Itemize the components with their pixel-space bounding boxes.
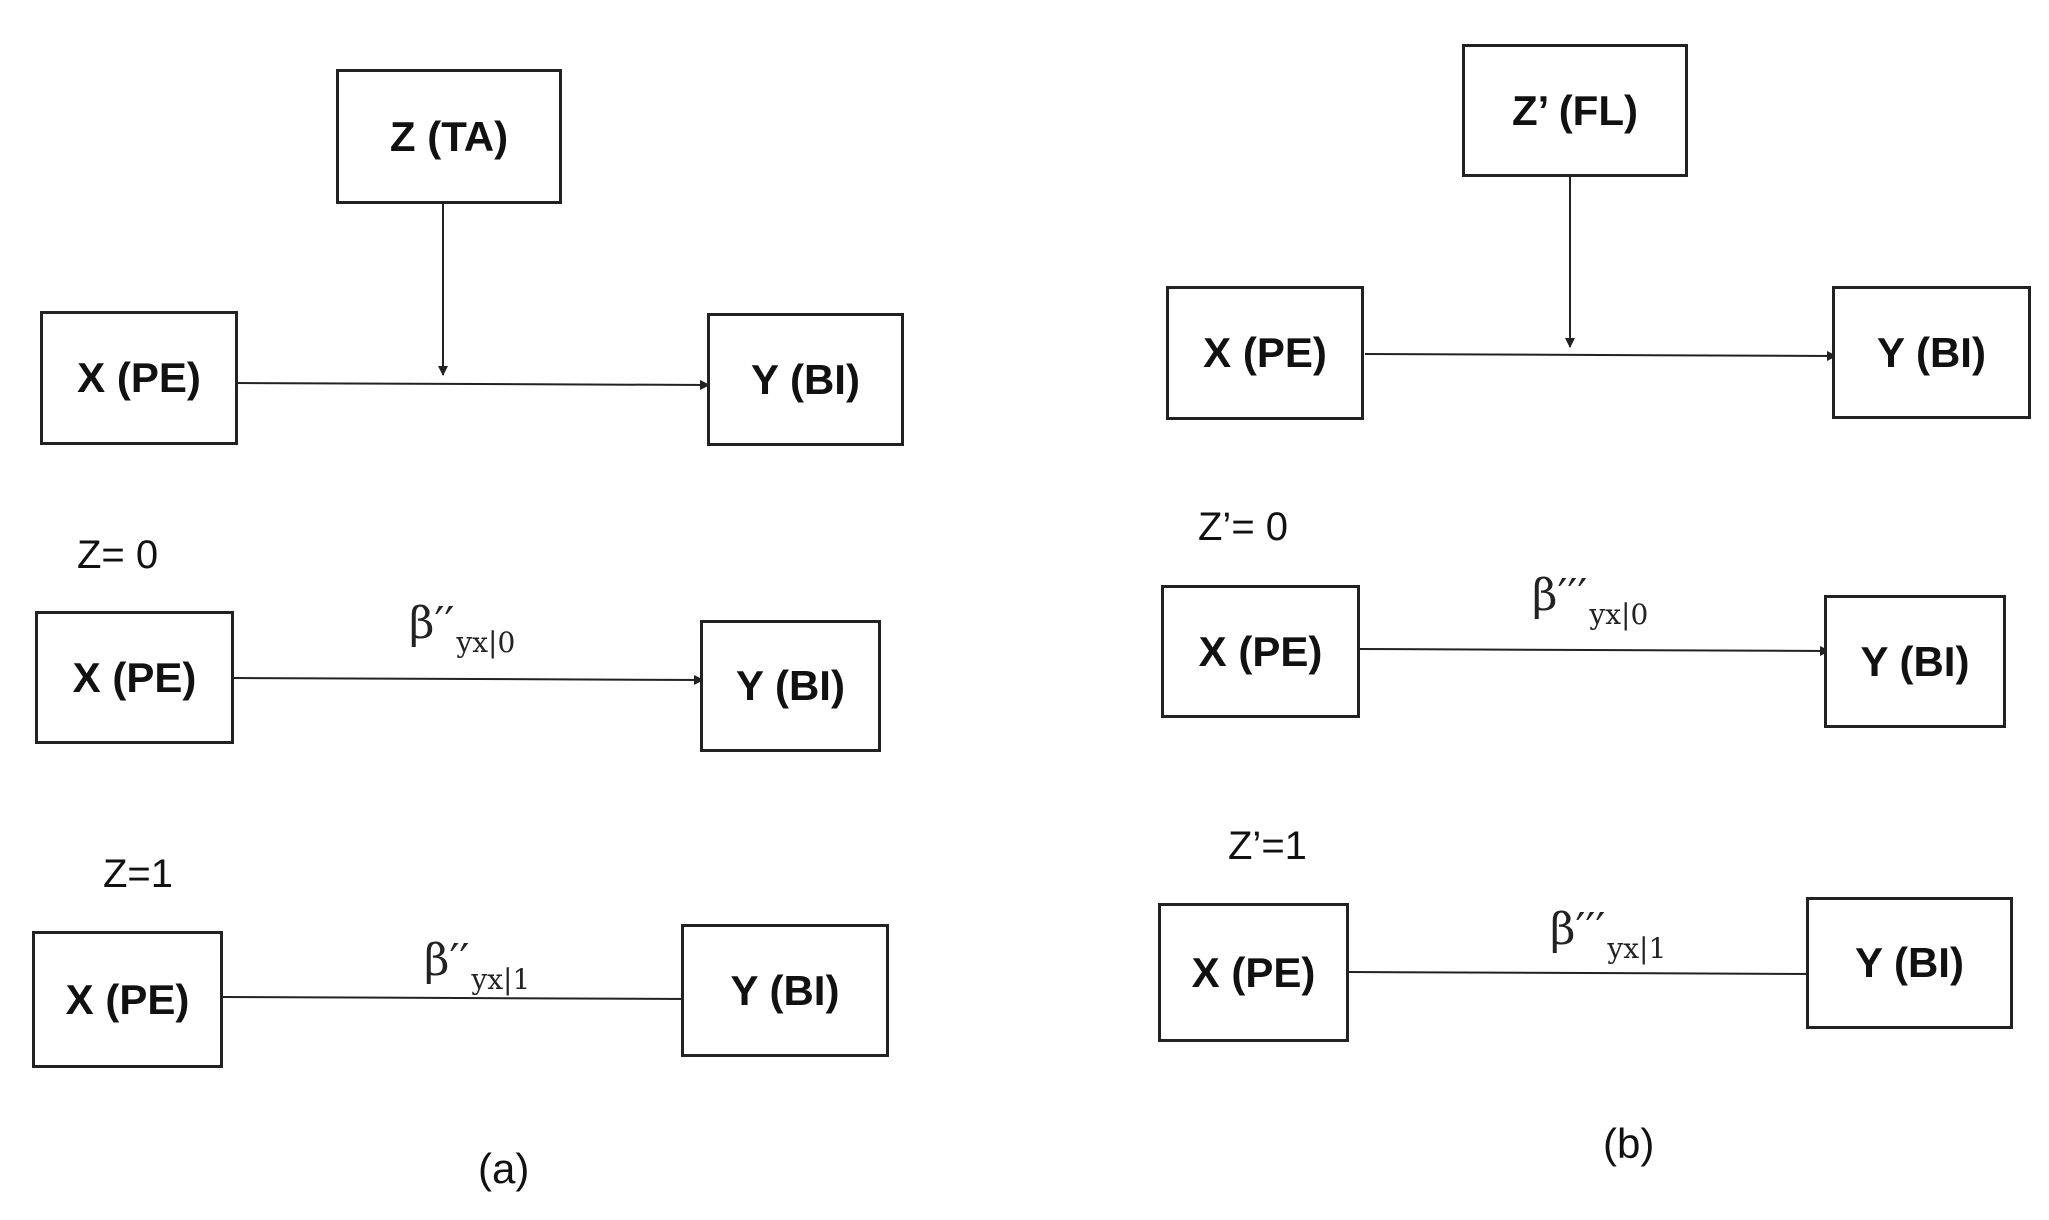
b-moderator-box: Z’ (FL) bbox=[1462, 44, 1688, 177]
a-caption: (a) bbox=[478, 1145, 530, 1192]
a-cond0-y-box: Y (BI) bbox=[700, 620, 881, 752]
b-main-y-box: Y (BI) bbox=[1832, 286, 2031, 419]
beta-subscript: yx|1 bbox=[471, 963, 531, 996]
b-cond0-y-box: Y (BI) bbox=[1824, 595, 2006, 728]
a-main-y-box: Y (BI) bbox=[707, 313, 904, 446]
a-cond0-x-box: X (PE) bbox=[35, 611, 234, 744]
a-cond0-label: Z= 0 bbox=[77, 533, 159, 577]
b-cond1-arrow bbox=[1348, 968, 1818, 979]
a-cond1-y-box: Y (BI) bbox=[681, 924, 889, 1057]
b-caption: (b) bbox=[1603, 1120, 1655, 1167]
a-moderator-box: Z (TA) bbox=[336, 69, 562, 204]
a-main-arrow bbox=[236, 379, 710, 390]
a-cond0-arrow bbox=[232, 674, 704, 685]
beta-symbol: β′′ bbox=[424, 935, 470, 986]
b-cond0-x-box: X (PE) bbox=[1161, 585, 1360, 718]
beta-symbol: β′′ bbox=[409, 598, 455, 649]
b-cond0-label: Z’= 0 bbox=[1198, 505, 1289, 549]
beta-subscript: yx|0 bbox=[1589, 598, 1649, 631]
b-cond1-label: Z’=1 bbox=[1228, 824, 1307, 868]
a-cond1-arrow bbox=[220, 993, 692, 1004]
b-cond0-beta: β′′′yx|0 bbox=[1532, 570, 1648, 631]
a-cond1-label: Z=1 bbox=[103, 852, 174, 896]
b-cond1-beta: β′′′yx|1 bbox=[1550, 904, 1666, 965]
beta-subscript: yx|1 bbox=[1607, 932, 1667, 965]
b-main-x-box: X (PE) bbox=[1166, 286, 1364, 420]
beta-symbol: β′′′ bbox=[1550, 904, 1606, 955]
b-cond1-y-box: Y (BI) bbox=[1806, 897, 2013, 1029]
b-main-arrow bbox=[1364, 350, 1837, 361]
a-cond0-beta: β′′yx|0 bbox=[409, 598, 515, 659]
beta-symbol: β′′′ bbox=[1532, 570, 1588, 621]
a-cond1-beta: β′′yx|1 bbox=[424, 935, 530, 996]
b-cond1-x-box: X (PE) bbox=[1158, 903, 1349, 1042]
a-main-x-box: X (PE) bbox=[40, 311, 238, 445]
b-cond0-arrow bbox=[1359, 645, 1830, 656]
a-cond1-x-box: X (PE) bbox=[32, 931, 223, 1068]
beta-subscript: yx|0 bbox=[456, 626, 516, 659]
